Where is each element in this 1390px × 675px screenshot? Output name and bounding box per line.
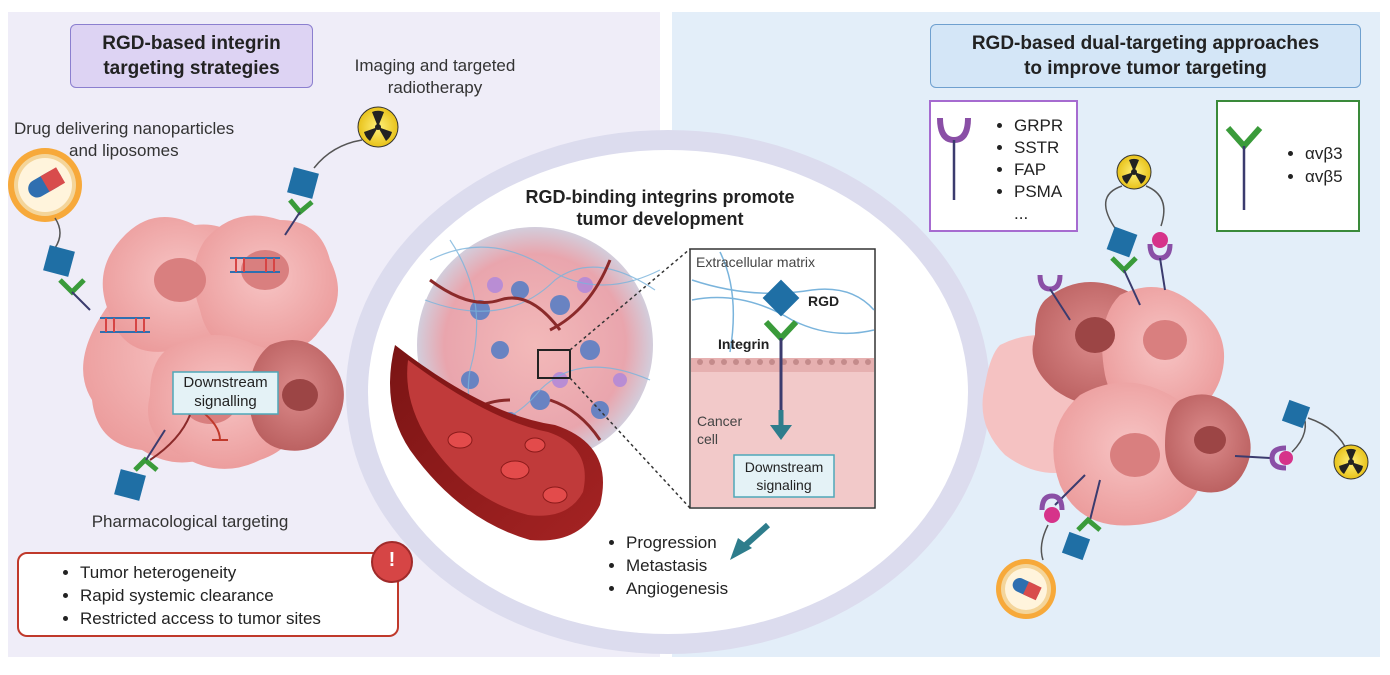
- integrin-box: [1216, 100, 1360, 232]
- imaging-label: Imaging and targeted radiotherapy: [330, 55, 540, 99]
- drug-line1: Drug delivering nanoparticles: [14, 119, 235, 138]
- left-title-line2: targeting strategies: [103, 58, 280, 79]
- receptor-list: GRPR SSTR FAP PSMA ...: [992, 115, 1094, 225]
- downstream-left-line1: Downstream: [183, 374, 268, 391]
- downstream-left-label: Downstream signalling: [173, 373, 278, 411]
- zoom-inset: [689, 248, 876, 509]
- warning-symbol: !: [388, 549, 396, 571]
- integrin-item: αvβ3: [1305, 142, 1375, 165]
- receptor-item: FAP: [1014, 159, 1094, 181]
- radionuclide-left: [313, 106, 399, 169]
- ecm-label: Extracellular matrix: [696, 254, 816, 270]
- rgd-ligand-3: [114, 469, 146, 501]
- left-cell-cluster: [83, 215, 344, 469]
- center-title: RGD-binding integrins promote tumor deve…: [510, 186, 810, 230]
- left-title-line1: RGD-based integrin: [102, 33, 281, 54]
- dual-ligand-bottom: [996, 474, 1102, 619]
- limitations-list: Tumor heterogeneity Rapid systemic clear…: [58, 561, 410, 630]
- outcomes-list: Progression Metastasis Angiogenesis: [604, 531, 786, 600]
- warning-icon: [371, 541, 413, 583]
- integrin-item: αvβ5: [1305, 165, 1375, 188]
- rgd-ligand-1: [43, 245, 75, 277]
- left-title-box: RGD-based integrin targeting strategies: [70, 24, 313, 88]
- dual-ligand-right: [1234, 399, 1369, 480]
- pharma-label: Pharmacological targeting: [91, 512, 289, 531]
- right-title-box: RGD-based dual-targeting approaches to i…: [930, 24, 1361, 88]
- cancer-line2: cell: [697, 431, 719, 447]
- center-title-line2: tumor development: [576, 209, 744, 229]
- receptor-item: GRPR: [1014, 115, 1094, 137]
- cancer-line1: Cancer: [697, 413, 743, 429]
- downstream-center-label: Downstream signaling: [734, 458, 834, 494]
- receptor-item: ...: [1014, 204, 1029, 223]
- limitation-item: Tumor heterogeneity: [80, 561, 410, 584]
- integrin-3: [133, 456, 159, 472]
- limitation-item: Restricted access to tumor sites: [80, 607, 410, 630]
- receptor-item: PSMA: [1014, 181, 1094, 203]
- outcome-item: Angiogenesis: [626, 577, 786, 600]
- downstream-center-line2: signaling: [756, 477, 812, 493]
- outcome-item: Metastasis: [626, 554, 786, 577]
- integrin-list: αvβ3 αvβ5: [1283, 142, 1375, 188]
- cancer-cell-label: Cancer cell: [697, 412, 742, 448]
- limitation-item: Rapid systemic clearance: [80, 584, 410, 607]
- liposome-left: [8, 148, 82, 249]
- drug-label: Drug delivering nanoparticles and liposo…: [14, 118, 284, 162]
- rgd-label: RGD: [808, 293, 840, 309]
- downstream-box-left: [172, 371, 279, 415]
- integrin-label: Integrin: [718, 336, 770, 352]
- imaging-line2: radiotherapy: [387, 78, 483, 97]
- right-title-line2: to improve tumor targeting: [1024, 58, 1267, 79]
- outcome-item: Progression: [626, 531, 786, 554]
- downstream-left-line2: signalling: [194, 393, 257, 410]
- rgd-ligand-2: [287, 167, 319, 199]
- center-title-line1: RGD-binding integrins promote: [525, 187, 795, 207]
- imaging-line1: Imaging and targeted: [354, 56, 516, 75]
- dual-ligand-top: [1104, 154, 1173, 306]
- limitations-box: [17, 552, 399, 637]
- tumor-illustration: [390, 227, 691, 541]
- receptor-item: SSTR: [1014, 137, 1094, 159]
- right-title-line1: RGD-based dual-targeting approaches: [971, 33, 1320, 54]
- drug-line2: and liposomes: [69, 141, 179, 160]
- downstream-center-line1: Downstream: [744, 459, 824, 475]
